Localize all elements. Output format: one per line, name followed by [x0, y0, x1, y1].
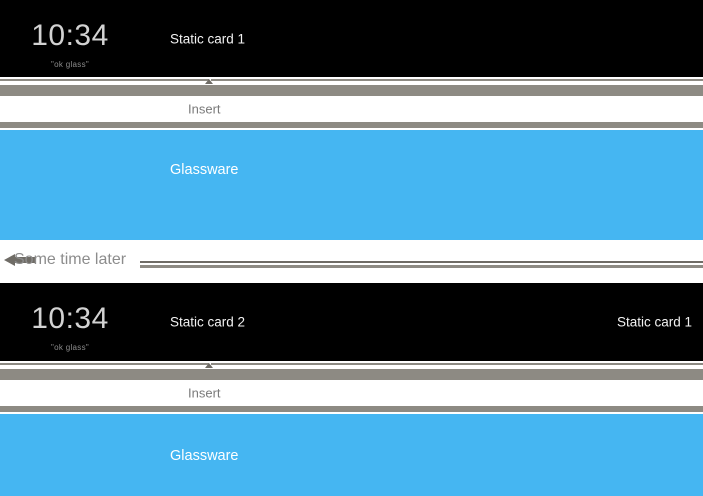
rail-tick-marker-1	[205, 79, 213, 84]
rail-thick-1	[0, 85, 703, 96]
rail-thin-right-2	[211, 363, 703, 365]
glassware-panel-2: Glassware	[0, 414, 703, 496]
insert-row-2: Insert	[0, 380, 703, 406]
insert-label: Insert	[188, 101, 221, 117]
divider-label: Some time later	[14, 251, 127, 268]
arrow-left-icon	[2, 251, 36, 269]
rail-med-1	[0, 122, 703, 128]
rail-med-2	[0, 406, 703, 412]
card-label-static-card-1-shifted: Static card 1	[616, 314, 692, 330]
card-strip-1: 10:34 "ok glass" Static card 1	[0, 0, 703, 77]
glassware-label: Glassware	[170, 162, 239, 178]
rail-thick-2	[0, 369, 703, 380]
insert-label: Insert	[188, 385, 221, 401]
divider-rule-bottom	[140, 265, 703, 268]
rail-thin-left-2	[0, 363, 209, 365]
rail-thin-left-1	[0, 79, 209, 81]
divider-rule-top	[140, 261, 703, 263]
insert-row-1: Insert	[0, 96, 703, 122]
card-strip-2: 10:34 "ok glass" Static card 2 Static ca…	[0, 283, 703, 361]
divider-some-time-later: Some time later	[0, 240, 703, 280]
card-label-static-card-1: Static card 1	[170, 31, 246, 46]
glassware-panel-1: Glassware	[0, 130, 703, 240]
clock-block-2: 10:34 "ok glass"	[0, 283, 140, 361]
clock-hint: "ok glass"	[50, 60, 90, 69]
rail-tick-marker-2	[205, 363, 213, 368]
clock-block-1: 10:34 "ok glass"	[0, 0, 140, 77]
card-label-static-card-2: Static card 2	[170, 314, 246, 330]
clock-hint: "ok glass"	[50, 343, 90, 352]
clock-time: 10:34	[31, 19, 109, 52]
clock-time: 10:34	[31, 302, 109, 335]
rail-thin-right-1	[211, 79, 703, 81]
glassware-label: Glassware	[170, 448, 239, 464]
